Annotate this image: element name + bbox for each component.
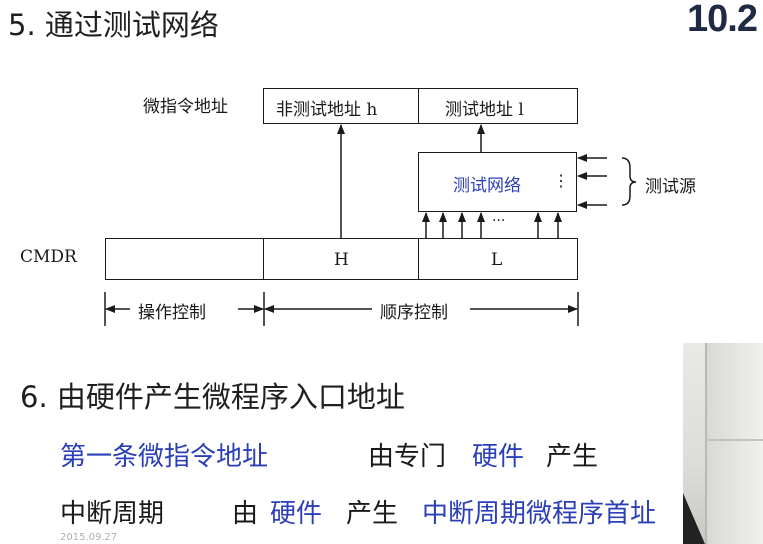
cmdr-label: CMDR (20, 247, 77, 267)
cmdr-l-field: L (418, 238, 578, 280)
line2-interrupt-microprogram-address: 中断周期微程序首址 (422, 499, 657, 529)
test-network-box: 测试网络 ⋮ (418, 152, 577, 212)
micro-address-label: 微指令地址 (143, 97, 228, 117)
line1-hardware: 硬件 (472, 442, 525, 472)
slide-date: 2015.09.27 (60, 532, 118, 543)
line2-generate: 产生 (346, 499, 399, 529)
non-test-address-label: 非测试地址 h (276, 100, 378, 120)
section-number: 10.2 (687, 0, 758, 40)
line1-first-address: 第一条微指令地址 (60, 442, 269, 472)
h-field-label: H (334, 250, 349, 270)
cmdr-h-field: H (263, 238, 420, 280)
non-test-address-box: 非测试地址 h (263, 88, 420, 124)
test-network-label: 测试网络 (453, 176, 521, 196)
test-source-label: 测试源 (645, 177, 696, 197)
line1-generate: 产生 (546, 442, 599, 472)
test-address-label: 测试地址 l (445, 100, 524, 120)
arrow-ellipsis: ··· (492, 213, 506, 229)
test-network-vertical-ellipsis: ⋮ (553, 171, 569, 190)
line2-interrupt-cycle: 中断周期 (60, 499, 165, 529)
cmdr-op-field (105, 238, 265, 280)
l-field-label: L (491, 250, 503, 270)
test-address-box: 测试地址 l (418, 88, 578, 124)
line2-by: 由 (232, 499, 259, 529)
seq-control-label: 顺序控制 (380, 303, 448, 323)
op-control-label: 操作控制 (138, 303, 206, 323)
video-wedge (683, 493, 705, 544)
video-door-seam (705, 439, 763, 441)
video-door (705, 343, 763, 544)
line2-hardware: 硬件 (270, 499, 323, 529)
test-source-brace (621, 157, 637, 206)
heading-6: 6. 由硬件产生微程序入口地址 (20, 380, 405, 414)
video-overlay (683, 343, 763, 544)
line1-by-dedicated: 由专门 (368, 442, 447, 472)
heading-5: 5. 通过测试网络 (8, 8, 219, 42)
